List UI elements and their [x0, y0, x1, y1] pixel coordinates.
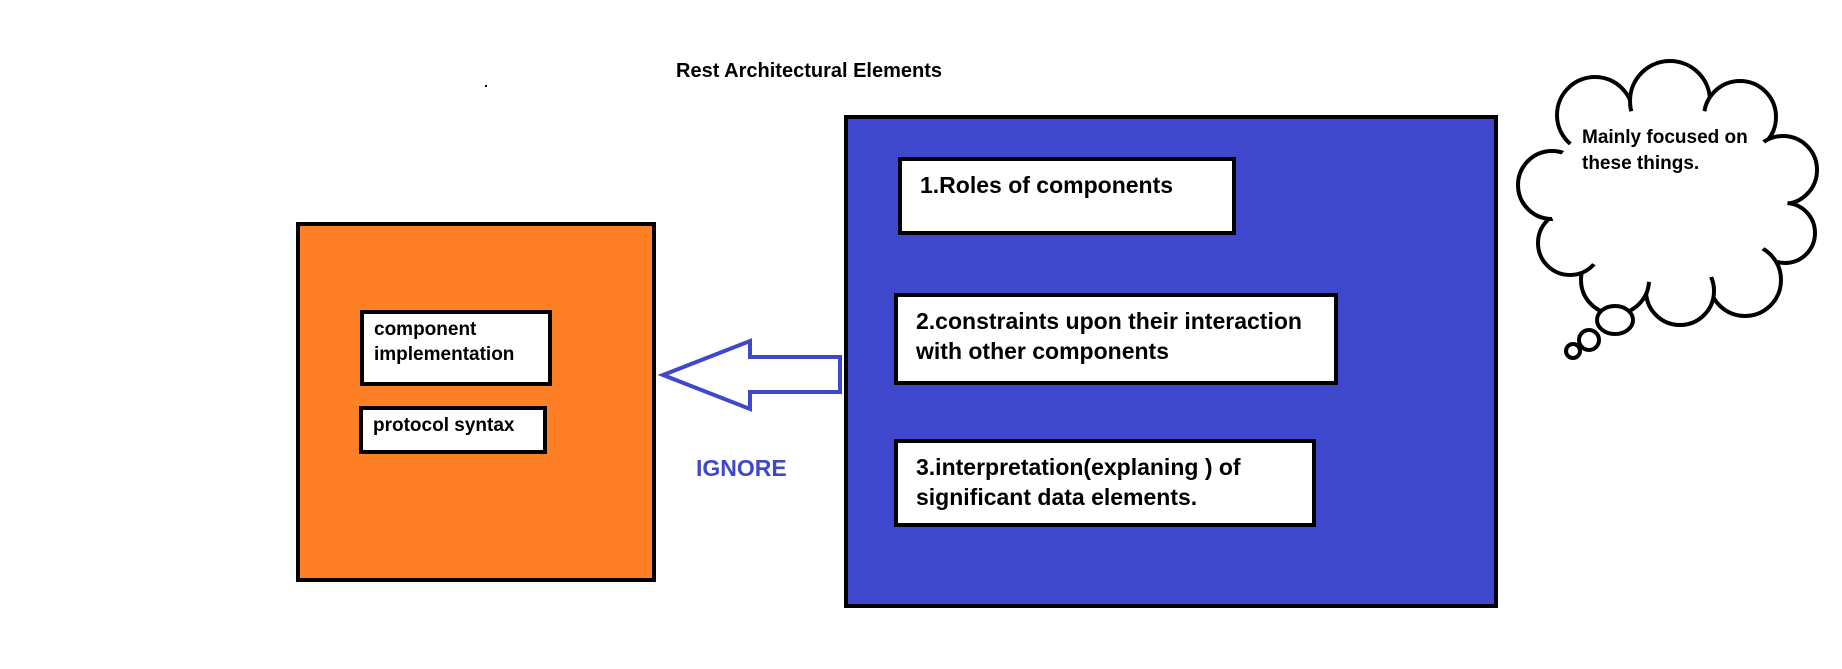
ignored-item-label: component implementation	[374, 319, 515, 365]
focused-item-label: 2.constraints upon their interaction wit…	[916, 308, 1302, 364]
focused-item-label: 1.Roles of components	[920, 172, 1174, 198]
diagram-title: Rest Architectural Elements	[676, 60, 943, 82]
focused-item-roles: 1.Roles of components	[898, 157, 1236, 235]
arrow-outline	[657, 338, 842, 412]
ignored-item-label: protocol syntax	[373, 415, 515, 436]
thought-bubble-icon	[1516, 59, 1819, 360]
focused-item-interpretation: 3.interpretation(explaning ) of signific…	[894, 439, 1316, 527]
stray-dot	[485, 85, 487, 87]
focused-item-label: 3.interpretation(explaning ) of signific…	[916, 454, 1241, 510]
bubble-tail-large	[1595, 304, 1635, 336]
ignore-label: IGNORE	[696, 455, 787, 481]
ignored-item-protocol-syntax: protocol syntax	[359, 406, 547, 454]
ignored-item-component-implementation: component implementation	[360, 310, 552, 386]
focused-elements-box: 1.Roles of components 2.constraints upon…	[844, 115, 1498, 608]
thought-bubble-text: Mainly focused on these things.	[1582, 127, 1748, 174]
focused-item-constraints: 2.constraints upon their interaction wit…	[894, 293, 1338, 385]
bubble-tail-small	[1564, 342, 1582, 360]
bubble-tail-medium	[1577, 328, 1601, 352]
left-arrow-icon	[657, 338, 842, 412]
ignored-elements-box: component implementation protocol syntax	[296, 222, 656, 582]
